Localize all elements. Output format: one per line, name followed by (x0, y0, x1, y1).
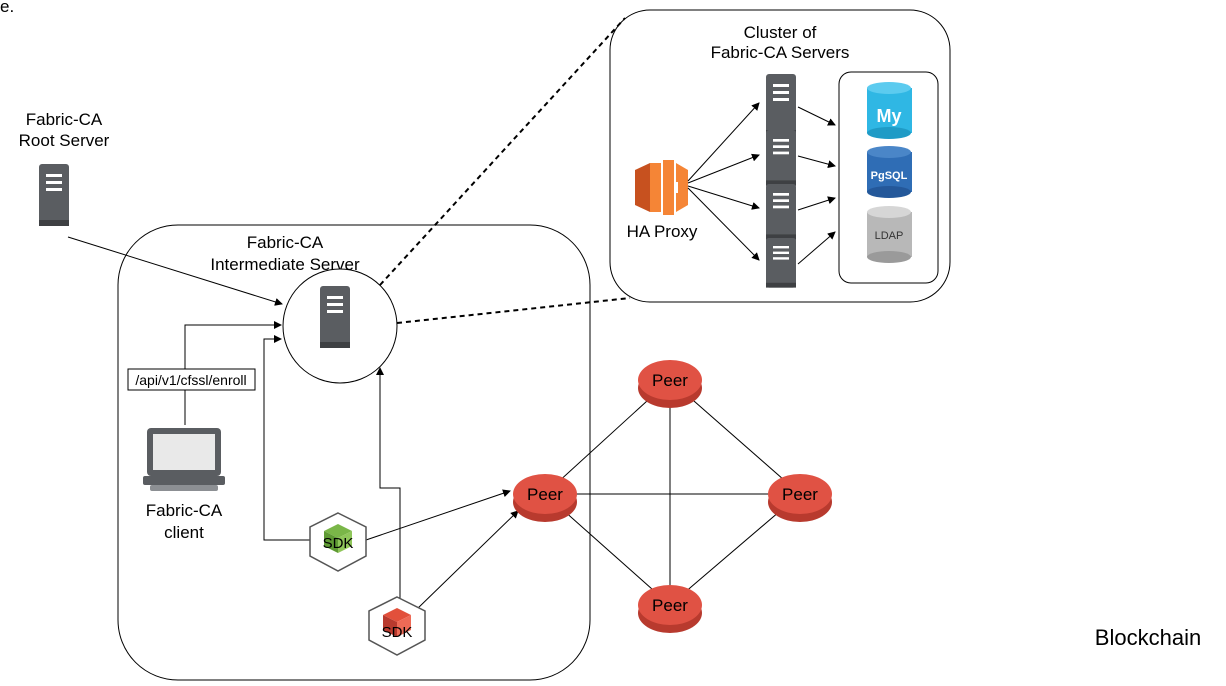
server-1-to-db-edge (797, 106, 836, 126)
proxy-to-server-1-edge (687, 102, 760, 182)
client-to-intermediate-edge (184, 321, 282, 425)
sdk-red-icon: SDK (368, 596, 426, 656)
intermediate-server-icon (320, 286, 350, 348)
postgresql-icon: PgSQL (867, 146, 912, 198)
server-3-to-db-edge (797, 196, 836, 211)
peer-label-bottom: Peer (652, 596, 688, 615)
api-path-box (127, 368, 256, 391)
root-server-icon (39, 164, 69, 226)
sdk-green-to-peer-edge (362, 489, 511, 542)
ha-proxy-label: HA Proxy (627, 222, 698, 241)
peer-label-top: Peer (652, 371, 688, 390)
sdk-green-icon: SDK (309, 512, 367, 572)
intermediate-label-2: Intermediate Server (210, 255, 360, 274)
mysql-label: My (876, 106, 901, 126)
server-4-to-db-edge (797, 231, 836, 265)
peer-node-bottom: Peer (638, 585, 702, 633)
cluster-server-4-icon (766, 238, 796, 288)
zoom-line-top (379, 17, 626, 286)
sdk-red-to-peer-edge (415, 510, 519, 611)
root-server-label-2: Root Server (19, 131, 110, 150)
peer-label-right: Peer (782, 485, 818, 504)
cluster-label-2: Fabric-CA Servers (711, 43, 850, 62)
root-to-intermediate-edge (67, 236, 283, 306)
server-2-to-db-edge (797, 155, 836, 169)
proxy-to-server-2-edge (687, 153, 760, 184)
corner-mark: e. (0, 0, 14, 16)
root-server-label-1: Fabric-CA (26, 110, 103, 129)
blockchain-label: Blockchain (1095, 625, 1201, 650)
sdk-red-label: SDK (382, 624, 413, 641)
proxy-to-server-3-edge (687, 185, 760, 210)
peer-node-left: Peer (513, 474, 577, 522)
mysql-icon: My (867, 82, 912, 139)
client-label-2: client (164, 523, 204, 542)
api-path-label: /api/v1/cfssl/enroll (135, 372, 246, 388)
cluster-label-1: Cluster of (744, 23, 817, 42)
ldap-label: LDAP (875, 230, 904, 242)
ldap-icon: LDAP (867, 206, 912, 263)
cluster-server-3-icon (766, 184, 796, 240)
sdk-green-label: SDK (323, 535, 354, 552)
sdk-red-to-intermediate-edge (376, 367, 401, 598)
peer-node-right: Peer (768, 474, 832, 522)
cluster-box (609, 9, 951, 303)
peer-node-top: Peer (638, 360, 702, 408)
client-label-1: Fabric-CA (146, 501, 223, 520)
proxy-to-server-4-edge (687, 187, 760, 261)
peer-label-left: Peer (527, 485, 563, 504)
peer-network-edges (544, 379, 801, 606)
zoom-line-bottom (396, 297, 631, 324)
cluster-server-1-icon (766, 74, 796, 136)
laptop-icon (143, 428, 225, 491)
cluster-server-2-icon (766, 130, 796, 186)
intermediate-label-1: Fabric-CA (247, 233, 324, 252)
ha-proxy-icon (635, 160, 688, 215)
sdk-green-to-intermediate-edge (263, 335, 311, 541)
database-box (838, 71, 939, 284)
pgsql-label: PgSQL (871, 170, 908, 182)
